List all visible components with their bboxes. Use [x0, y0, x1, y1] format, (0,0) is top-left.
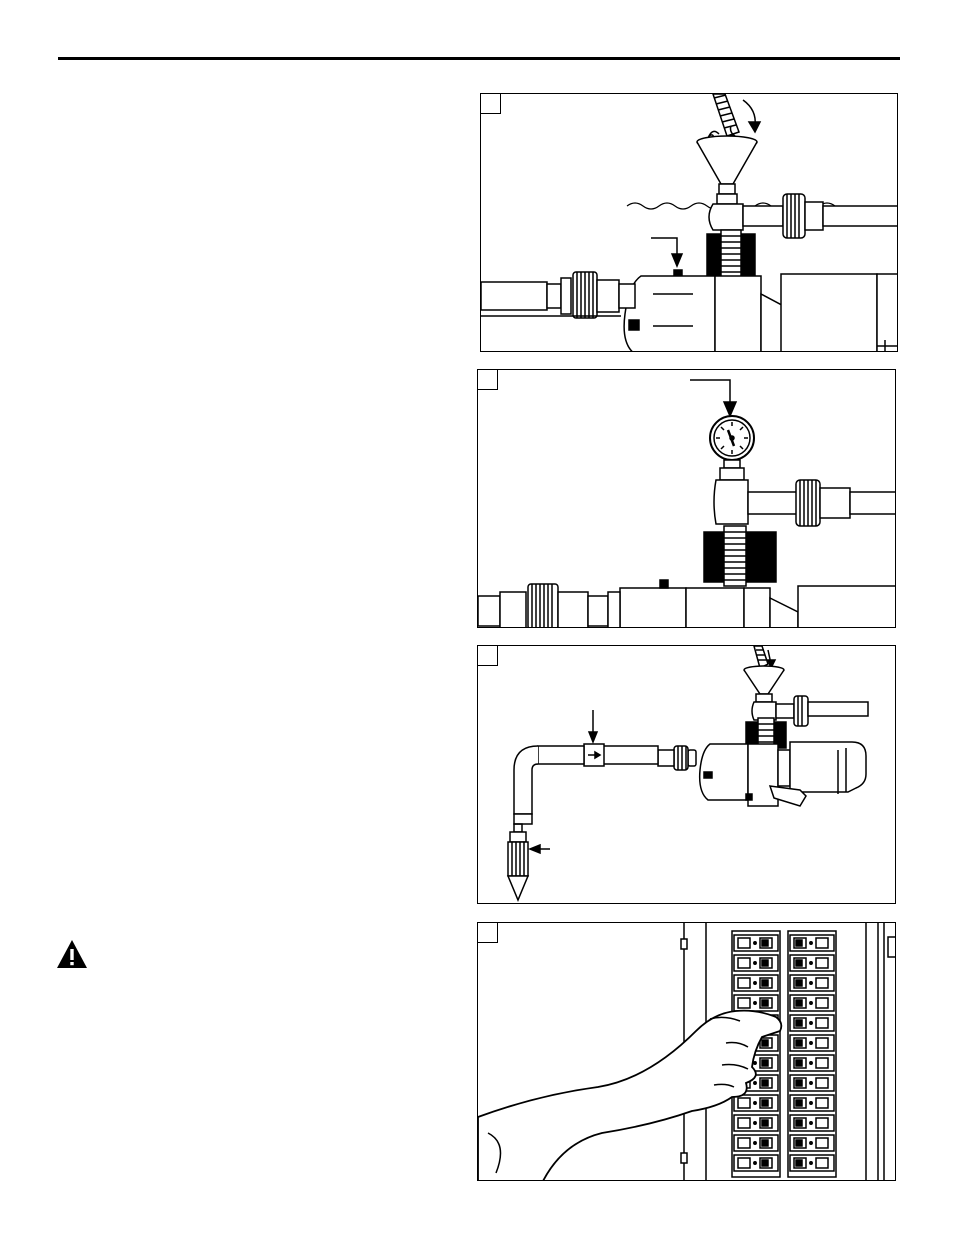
breaker-switch — [790, 1135, 834, 1151]
gauge-illustration — [478, 370, 896, 628]
breaker-switch — [790, 1095, 834, 1111]
breaker-switch — [734, 935, 778, 951]
breaker-switch — [790, 1035, 834, 1051]
breaker-switch — [790, 1055, 834, 1071]
warning-triangle-icon — [56, 939, 88, 969]
breaker-switch — [734, 955, 778, 971]
breaker-switch — [790, 995, 834, 1011]
breaker-switch — [734, 995, 778, 1011]
breaker-switch — [790, 955, 834, 971]
figure-1-priming-funnel — [480, 93, 898, 352]
header-rule — [58, 57, 900, 60]
priming-illustration — [481, 94, 898, 352]
breaker-switch — [734, 1115, 778, 1131]
breaker-switch — [790, 1015, 834, 1031]
breaker-switch — [734, 975, 778, 991]
suction-line-illustration — [478, 646, 896, 904]
hose-icon — [713, 94, 739, 136]
funnel-icon — [697, 136, 757, 194]
breaker-switch — [790, 1115, 834, 1131]
breaker-switch — [734, 1095, 778, 1111]
breaker-switch — [790, 1155, 834, 1171]
breaker-switch — [790, 1075, 834, 1091]
figure-3-suction-line — [477, 645, 896, 904]
breaker-switch — [790, 975, 834, 991]
breaker-switch — [790, 935, 834, 951]
breaker-panel-illustration — [478, 923, 896, 1181]
figure-4-breaker-panel — [477, 922, 896, 1181]
breaker-switch — [734, 1155, 778, 1171]
figure-2-pressure-gauge — [477, 369, 896, 628]
pressure-gauge-icon — [710, 416, 754, 460]
breaker-switch — [734, 1135, 778, 1151]
